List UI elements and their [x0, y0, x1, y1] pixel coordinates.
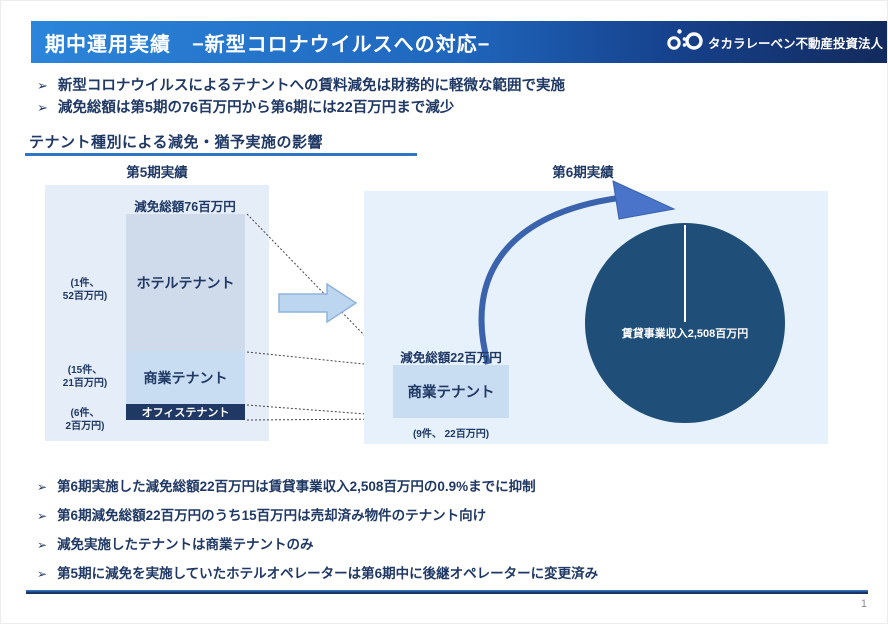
note-bullet: ➢ 第6期実施した減免総額22百万円は賃貸事業収入2,508百万円の0.9%まで…: [37, 479, 867, 495]
hotel-count-note: (1件、 52百万円): [62, 278, 108, 302]
arrow-bullet-icon: ➢: [37, 100, 48, 115]
summary-bullet: ➢ 減免総額は第5期の76百万円から第6期には22百万円まで減少: [37, 97, 857, 119]
right-block-arrow-icon: [278, 282, 358, 324]
period5-heading: 第5期実績: [126, 165, 188, 180]
section-heading: テナント種別による減免・猶予実施の影響: [29, 134, 324, 151]
bar-segment-hotel: ホテルテナント: [126, 214, 245, 351]
note-bullet: ➢ 第6期減免総額22百万円のうち15百万円は売却済み物件のテナント向け: [37, 508, 867, 524]
note-bullet-text: 第6期実施した減免総額22百万円は賃貸事業収入2,508百万円の0.9%までに抑…: [57, 479, 536, 494]
note-bullet-text: 第6期減免総額22百万円のうち15百万円は売却済み物件のテナント向け: [57, 508, 487, 523]
office-count-note: (6件、 2百万円): [65, 408, 105, 432]
summary-bullet: ➢ 新型コロナウイルスによるテナントへの賃料減免は財務的に軽微な範囲で実施: [37, 75, 857, 97]
note-bullet: ➢ 減免実施したテナントは商業テナントのみ: [37, 537, 867, 553]
period5-total-label: 減免総額76百万円: [134, 200, 236, 214]
period6-heading: 第6期実績: [552, 165, 614, 180]
summary-bullet-text: 減免総額は第5期の76百万円から第6期には22百万円まで減少: [57, 100, 455, 116]
section-underline: [25, 153, 417, 156]
company-logo: タカラレーベン不動産投資法人: [665, 28, 887, 57]
note-bullet-text: 減免実施したテナントは商業テナントのみ: [57, 537, 314, 552]
period6-total-label: 減免総額22百万円: [400, 351, 502, 365]
note-bullet: ➢ 第5期に減免を実施していたホテルオペレーターは第6期中に後継オペレーターに変…: [37, 566, 867, 582]
summary-bullets: ➢ 新型コロナウイルスによるテナントへの賃料減免は財務的に軽微な範囲で実施 ➢ …: [37, 75, 857, 119]
takara-leben-logo-icon: [665, 28, 703, 57]
page-number: 1: [860, 598, 867, 610]
period5-stacked-bar: ホテルテナント 商業テナント オフィステナント: [126, 214, 245, 420]
arrow-bullet-icon: ➢: [37, 538, 48, 552]
arrow-bullet-icon: ➢: [37, 78, 48, 93]
footer-divider: [26, 590, 868, 594]
arrow-bullet-icon: ➢: [37, 567, 48, 581]
page-title: 期中運用実績 −新型コロナウイルスへの対応−: [45, 33, 491, 56]
period6-count-note: (9件、 22百万円): [412, 429, 490, 440]
bar-segment-commercial: 商業テナント: [126, 351, 245, 404]
pie-radius-line: [684, 225, 686, 322]
commercial-count-note: (15件、 21百万円): [62, 365, 108, 389]
notes-bullets: ➢ 第6期実施した減免総額22百万円は賃貸事業収入2,508百万円の0.9%まで…: [37, 479, 867, 582]
logo-text: タカラレーベン不動産投資法人: [707, 36, 883, 51]
bar-segment-office: オフィステナント: [126, 404, 245, 420]
note-bullet-text: 第5期に減免を実施していたホテルオペレーターは第6期中に後継オペレーターに変更済…: [57, 566, 599, 581]
title-bar: 期中運用実績 −新型コロナウイルスへの対応− タカラレーベン不動産投資法人: [31, 21, 887, 63]
period6-commercial-box: 商業テナント: [393, 365, 509, 418]
pie-center-label: 賃貸事業収入2,508百万円: [621, 328, 749, 340]
arrow-bullet-icon: ➢: [37, 480, 48, 494]
arrow-bullet-icon: ➢: [37, 509, 48, 523]
summary-bullet-text: 新型コロナウイルスによるテナントへの賃料減免は財務的に軽微な範囲で実施: [57, 78, 565, 94]
